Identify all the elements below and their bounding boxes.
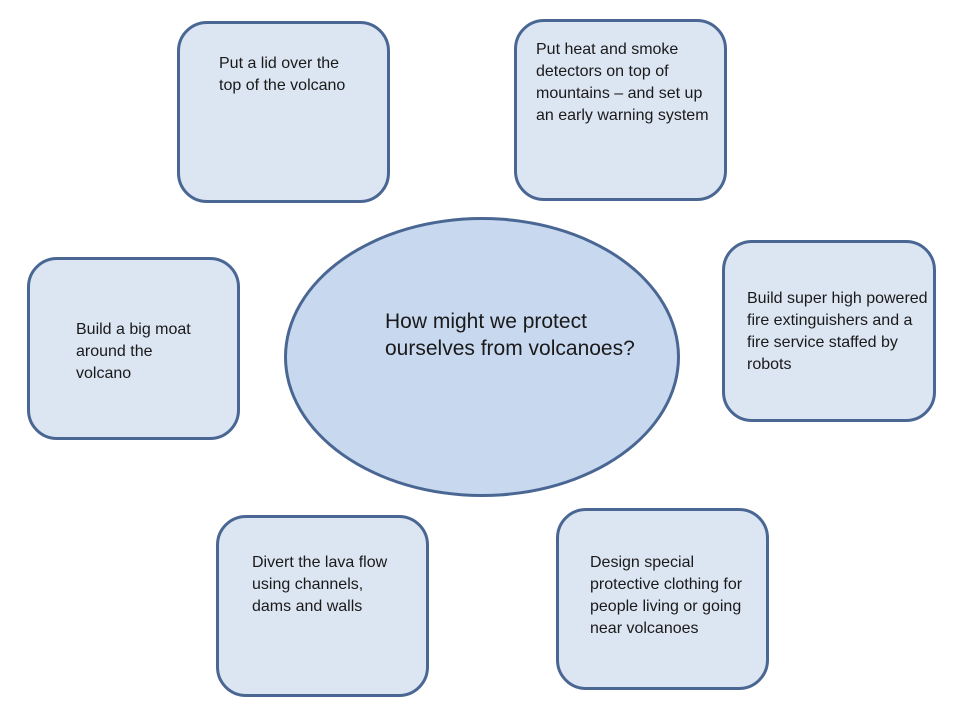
idea-box-clothing: Design special protective clothing for p… <box>556 508 769 690</box>
idea-text-divert: Divert the lava flow using channels, dam… <box>252 554 388 615</box>
idea-box-lid: Put a lid over the top of the volcano <box>177 21 390 203</box>
idea-box-moat: Build a big moat around the volcano <box>27 257 240 440</box>
idea-text-lid: Put a lid over the top of the volcano <box>219 55 346 94</box>
central-question-ellipse: How might we protect ourselves from volc… <box>284 217 680 497</box>
idea-text-extinguishers: Build super high powered fire extinguish… <box>747 290 928 373</box>
idea-box-detectors: Put heat and smoke detectors on top of m… <box>514 19 727 201</box>
idea-text-moat: Build a big moat around the volcano <box>76 321 191 382</box>
idea-box-extinguishers: Build super high powered fire extinguish… <box>722 240 936 422</box>
central-question-text: How might we protect ourselves from volc… <box>385 310 635 360</box>
idea-box-divert: Divert the lava flow using channels, dam… <box>216 515 429 697</box>
idea-text-detectors: Put heat and smoke detectors on top of m… <box>536 41 709 124</box>
idea-text-clothing: Design special protective clothing for p… <box>590 554 743 637</box>
